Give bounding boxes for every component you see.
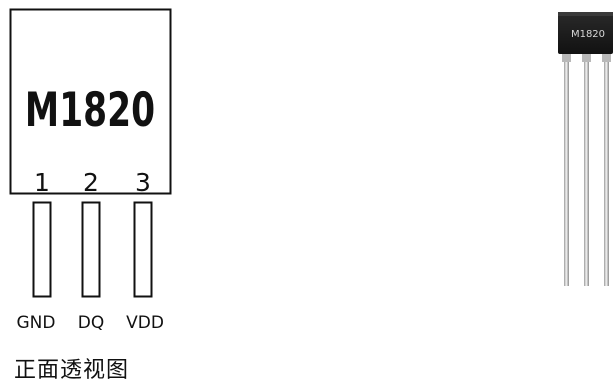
photo-package-top-edge	[558, 12, 613, 16]
photo-package-body	[558, 12, 613, 54]
photo-lead-shoulder-2	[582, 52, 591, 62]
photo-package-marking: M1820	[571, 29, 605, 40]
pin-lead-1	[32, 201, 52, 298]
pin-lead-2	[81, 201, 101, 298]
package-marking: M1820	[25, 83, 155, 138]
photo-lead-shoulder-1	[562, 52, 571, 62]
photo-lead-shoulder-3	[602, 52, 611, 62]
pin-label-vdd: VDD	[126, 313, 164, 333]
figure-caption: 正面透视图	[14, 358, 130, 383]
photo-lead-2	[584, 52, 589, 286]
pin-lead-3	[133, 201, 153, 298]
photo-lead-1	[564, 52, 569, 286]
pin-label-dq: DQ	[78, 313, 104, 333]
photo-lead-3	[604, 52, 609, 286]
pin-number-2: 2	[83, 168, 99, 197]
pin-number-1: 1	[34, 168, 50, 197]
pin-label-gnd: GND	[17, 313, 56, 333]
package-body-outline	[9, 8, 172, 195]
pin-number-3: 3	[135, 168, 151, 197]
